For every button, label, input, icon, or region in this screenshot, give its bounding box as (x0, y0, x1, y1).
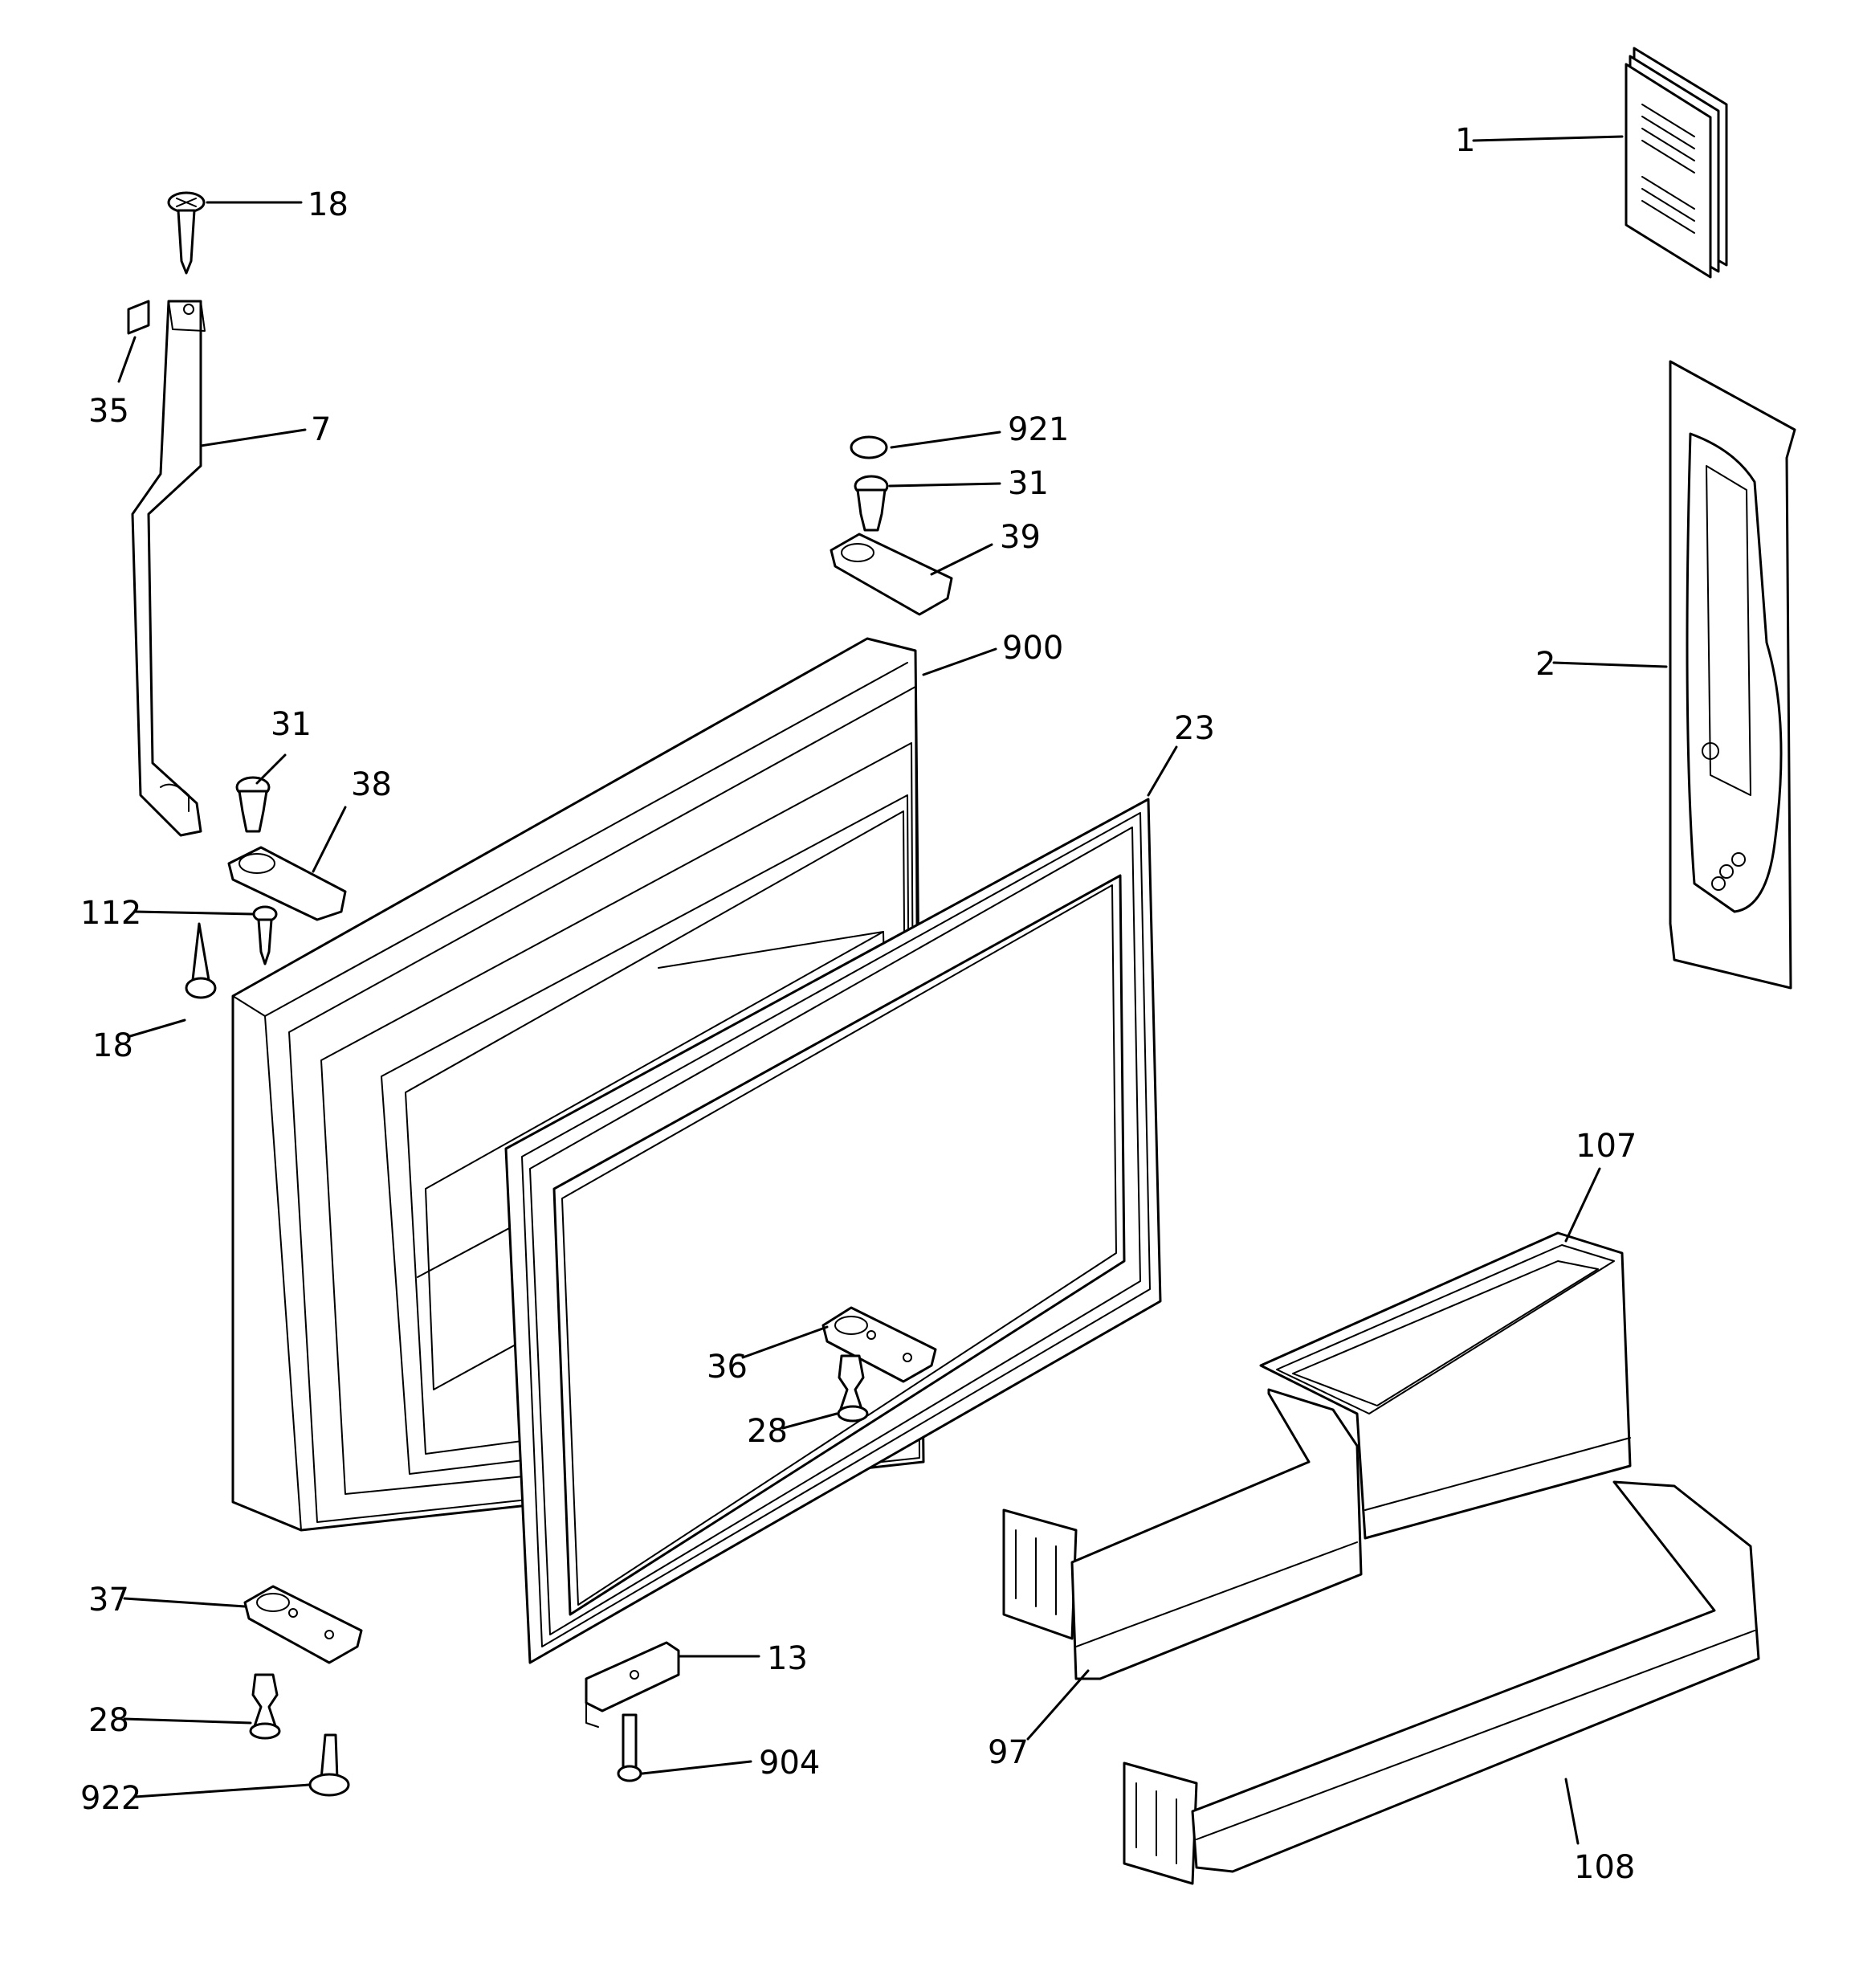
part-97-bin[interactable] (1002, 1388, 1363, 1680)
callout-36: 36 (707, 1349, 748, 1386)
part-2-handle[interactable] (1669, 360, 1796, 990)
callout-38: 38 (351, 766, 392, 803)
part-112-screw[interactable] (252, 905, 278, 965)
part-7-hinge[interactable] (131, 300, 206, 837)
callout-107: 107 (1576, 1128, 1637, 1165)
part-31-bushing-left[interactable] (235, 776, 271, 833)
callout-1: 1 (1455, 122, 1475, 159)
part-35-label[interactable] (127, 300, 150, 335)
part-39-plate[interactable] (830, 533, 953, 616)
callout-904: 904 (759, 1745, 820, 1782)
callout-28-left: 28 (88, 1702, 129, 1739)
part-23-gasket[interactable] (504, 798, 1162, 1664)
part-922-screw[interactable] (308, 1733, 350, 1797)
part-37-plate[interactable] (243, 1585, 363, 1664)
callout-922: 922 (80, 1780, 141, 1817)
part-904-screw[interactable] (617, 1713, 642, 1782)
part-921-cap[interactable] (850, 435, 888, 459)
part-1-manual[interactable] (1625, 47, 1728, 279)
part-107-bin[interactable] (1259, 1231, 1632, 1540)
leader-lines (117, 135, 1668, 1845)
callout-35: 35 (88, 393, 129, 430)
part-28-stud-center[interactable] (837, 1354, 869, 1423)
part-18-screw-top[interactable] (167, 191, 206, 275)
callout-28-center: 28 (747, 1413, 788, 1450)
callout-18-top: 18 (308, 186, 349, 223)
callout-37: 37 (88, 1582, 129, 1619)
part-38-plate[interactable] (227, 846, 347, 921)
part-18-screw-left[interactable] (185, 922, 217, 999)
callout-23: 23 (1174, 710, 1215, 747)
callout-7: 7 (311, 411, 331, 448)
part-13-bracket[interactable] (585, 1641, 680, 1728)
part-28-stud-left[interactable] (249, 1673, 281, 1740)
callout-39: 39 (1000, 519, 1041, 556)
part-36-plate[interactable] (821, 1306, 937, 1383)
callout-31-top: 31 (1008, 465, 1049, 502)
part-108-bin[interactable] (1123, 1480, 1760, 1885)
callout-labels: 1 2 7 18 35 921 31 39 900 23 31 38 112 1… (80, 122, 1637, 1886)
callout-921: 921 (1008, 411, 1069, 448)
callout-2: 2 (1535, 646, 1555, 683)
part-31-bushing-top[interactable] (854, 475, 889, 532)
callout-31-left: 31 (271, 706, 312, 743)
callout-97: 97 (988, 1734, 1029, 1771)
callout-108: 108 (1574, 1849, 1635, 1886)
callout-18-left: 18 (92, 1027, 133, 1064)
callout-112: 112 (80, 895, 141, 932)
callout-900: 900 (1002, 630, 1063, 667)
callout-13: 13 (767, 1640, 808, 1677)
